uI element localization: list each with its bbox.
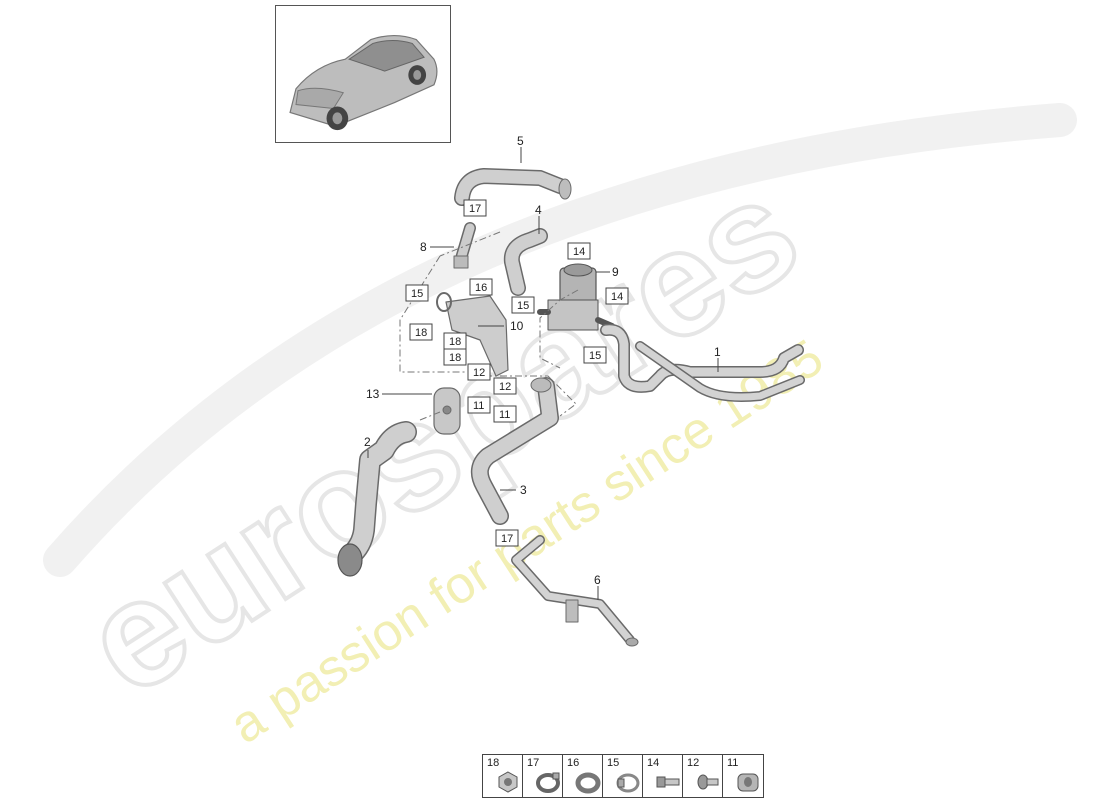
- label-18-a: 18: [415, 327, 427, 339]
- band-clamp-icon: [616, 773, 640, 793]
- part-2-hose[interactable]: [337, 421, 417, 577]
- suv-car-icon: [289, 34, 438, 131]
- callout-5: 5: [517, 134, 524, 148]
- label-18-b: 18: [449, 336, 461, 348]
- legend-number: 16: [567, 757, 580, 769]
- spring-clamp-icon: [575, 772, 601, 794]
- label-18-c: 18: [449, 352, 461, 364]
- label-15-mid: 15: [517, 300, 529, 312]
- legend-item-17[interactable]: 17: [523, 755, 563, 797]
- legend-number: 17: [527, 757, 540, 769]
- legend-number: 14: [647, 757, 660, 769]
- legend-number: 15: [607, 757, 620, 769]
- callout-10: 10: [510, 319, 524, 333]
- callout-3: 3: [520, 483, 527, 497]
- legend-number: 12: [687, 757, 700, 769]
- part-5-hose[interactable]: [454, 168, 572, 206]
- label-11-b: 11: [499, 409, 510, 421]
- grommet-icon: [737, 773, 759, 792]
- label-12-b: 12: [499, 381, 511, 393]
- legend-number: 18: [487, 757, 500, 769]
- callout-13: 13: [366, 387, 380, 401]
- screw-icon: [697, 774, 719, 790]
- part-13-cap[interactable]: [433, 387, 461, 435]
- label-14-right: 14: [611, 291, 623, 303]
- label-17-top: 17: [469, 203, 481, 215]
- part-4-hose[interactable]: [503, 228, 548, 296]
- callout-8: 8: [420, 240, 427, 254]
- label-15-right: 15: [589, 350, 601, 362]
- callout-2: 2: [364, 435, 371, 449]
- part-9-valve[interactable]: [537, 263, 615, 331]
- label-16: 16: [475, 282, 487, 294]
- part-10-bracket[interactable]: [436, 292, 509, 377]
- label-12-a: 12: [473, 367, 485, 379]
- label-11-a: 11: [473, 400, 484, 412]
- legend-item-11[interactable]: 11: [723, 755, 763, 797]
- legend-item-12[interactable]: 12: [683, 755, 723, 797]
- vehicle-thumbnail: [275, 5, 451, 143]
- legend-item-14[interactable]: 14: [643, 755, 683, 797]
- callout-9: 9: [612, 265, 619, 279]
- callout-1: 1: [714, 345, 721, 359]
- legend-item-15[interactable]: 15: [603, 755, 643, 797]
- legend-item-18[interactable]: 18: [483, 755, 523, 797]
- nut-icon: [498, 771, 518, 793]
- legend-number: 11: [727, 757, 739, 769]
- label-14-top: 14: [573, 246, 585, 258]
- label-15-left: 15: [411, 288, 423, 300]
- small-parts-legend: 18 17 16 15 14 12: [482, 754, 764, 798]
- bolt-icon: [656, 776, 680, 788]
- hose-clamp-icon: [536, 772, 560, 793]
- part-3-hose[interactable]: [470, 377, 559, 525]
- callout-4: 4: [535, 203, 542, 217]
- part-1-pipe[interactable]: [600, 323, 805, 402]
- legend-item-16[interactable]: 16: [563, 755, 603, 797]
- callout-6: 6: [594, 573, 601, 587]
- part-6-pipe[interactable]: [511, 535, 639, 647]
- part-8-connector[interactable]: [453, 222, 476, 269]
- label-17-bottom: 17: [501, 533, 513, 545]
